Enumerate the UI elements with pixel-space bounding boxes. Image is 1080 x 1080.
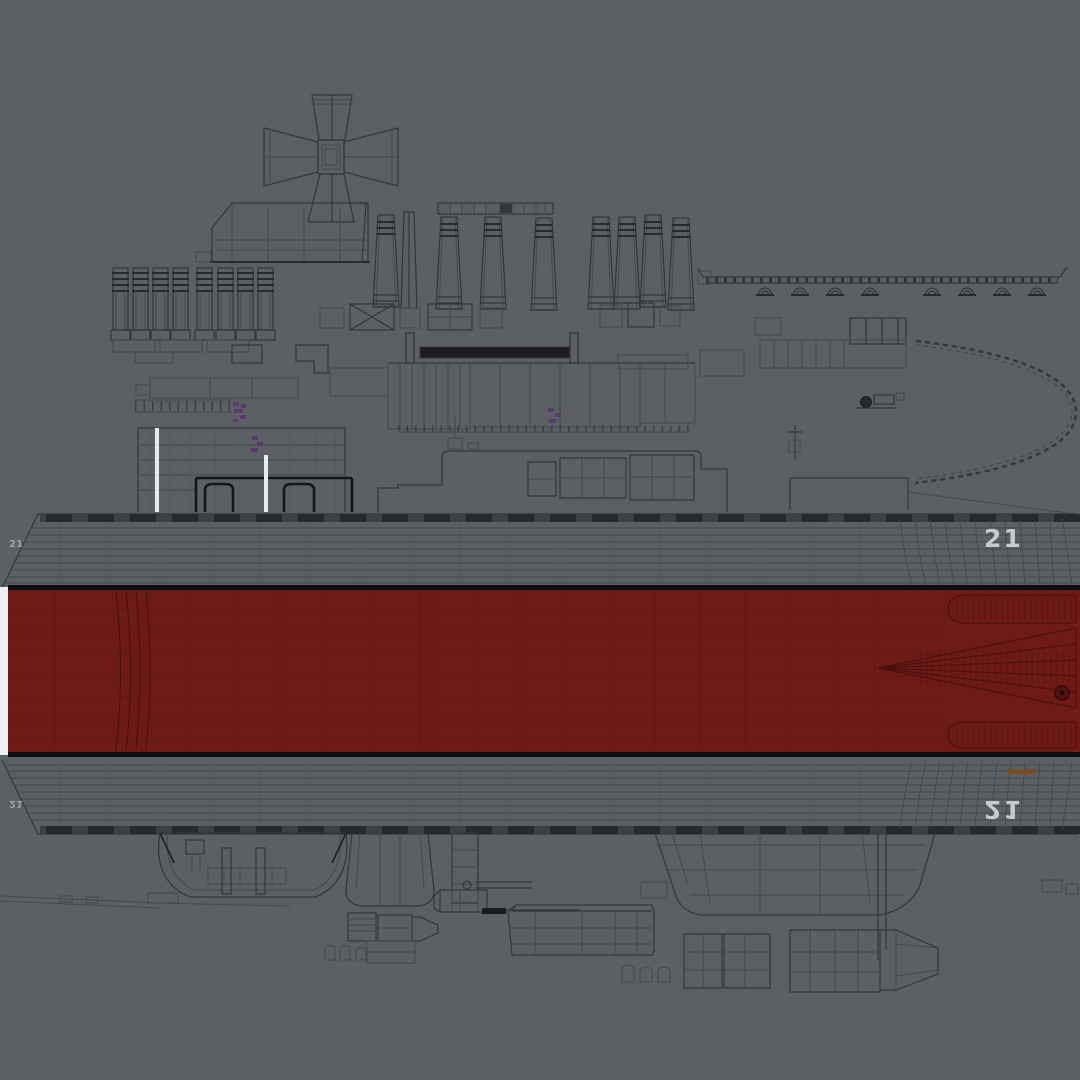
railing-arc-part — [914, 339, 1078, 485]
small-boxes-row — [319, 302, 681, 331]
white-stripe-left — [0, 587, 8, 755]
lower-hull-profile-mirrored — [2, 760, 1080, 834]
funnel-stacks — [358, 201, 695, 311]
lower-tower-part — [345, 832, 479, 907]
waterline-bottom — [8, 752, 1080, 757]
winch-part — [855, 392, 905, 409]
deck-edge-rail-part — [697, 266, 1068, 296]
lower-cylinder-part — [433, 880, 580, 914]
vent-ladder-row — [110, 267, 276, 364]
white-stripe-mark-1 — [155, 428, 159, 512]
purple-insignia-marks — [233, 402, 561, 452]
lower-gun-assembly — [324, 912, 439, 964]
ramp-block-part — [195, 202, 370, 263]
lower-grid-panel — [507, 904, 655, 956]
lower-boat-shape — [0, 832, 348, 909]
cross-exhaust-part — [263, 94, 399, 223]
ship-name-marking — [1008, 769, 1036, 774]
lower-right-bits — [621, 879, 1079, 993]
waterline-top — [8, 585, 1080, 590]
upper-superstructure — [135, 399, 1076, 515]
segmented-strip-part — [437, 202, 554, 215]
bridge-assembly-part — [135, 317, 907, 430]
antifouling-red-band — [0, 585, 1080, 757]
white-stripe-mark-2 — [264, 455, 268, 512]
lower-stern-structure — [640, 832, 936, 960]
stern-mesh — [877, 594, 1077, 749]
red-band-fill — [8, 589, 1080, 753]
upper-hull-profile — [2, 514, 1080, 588]
